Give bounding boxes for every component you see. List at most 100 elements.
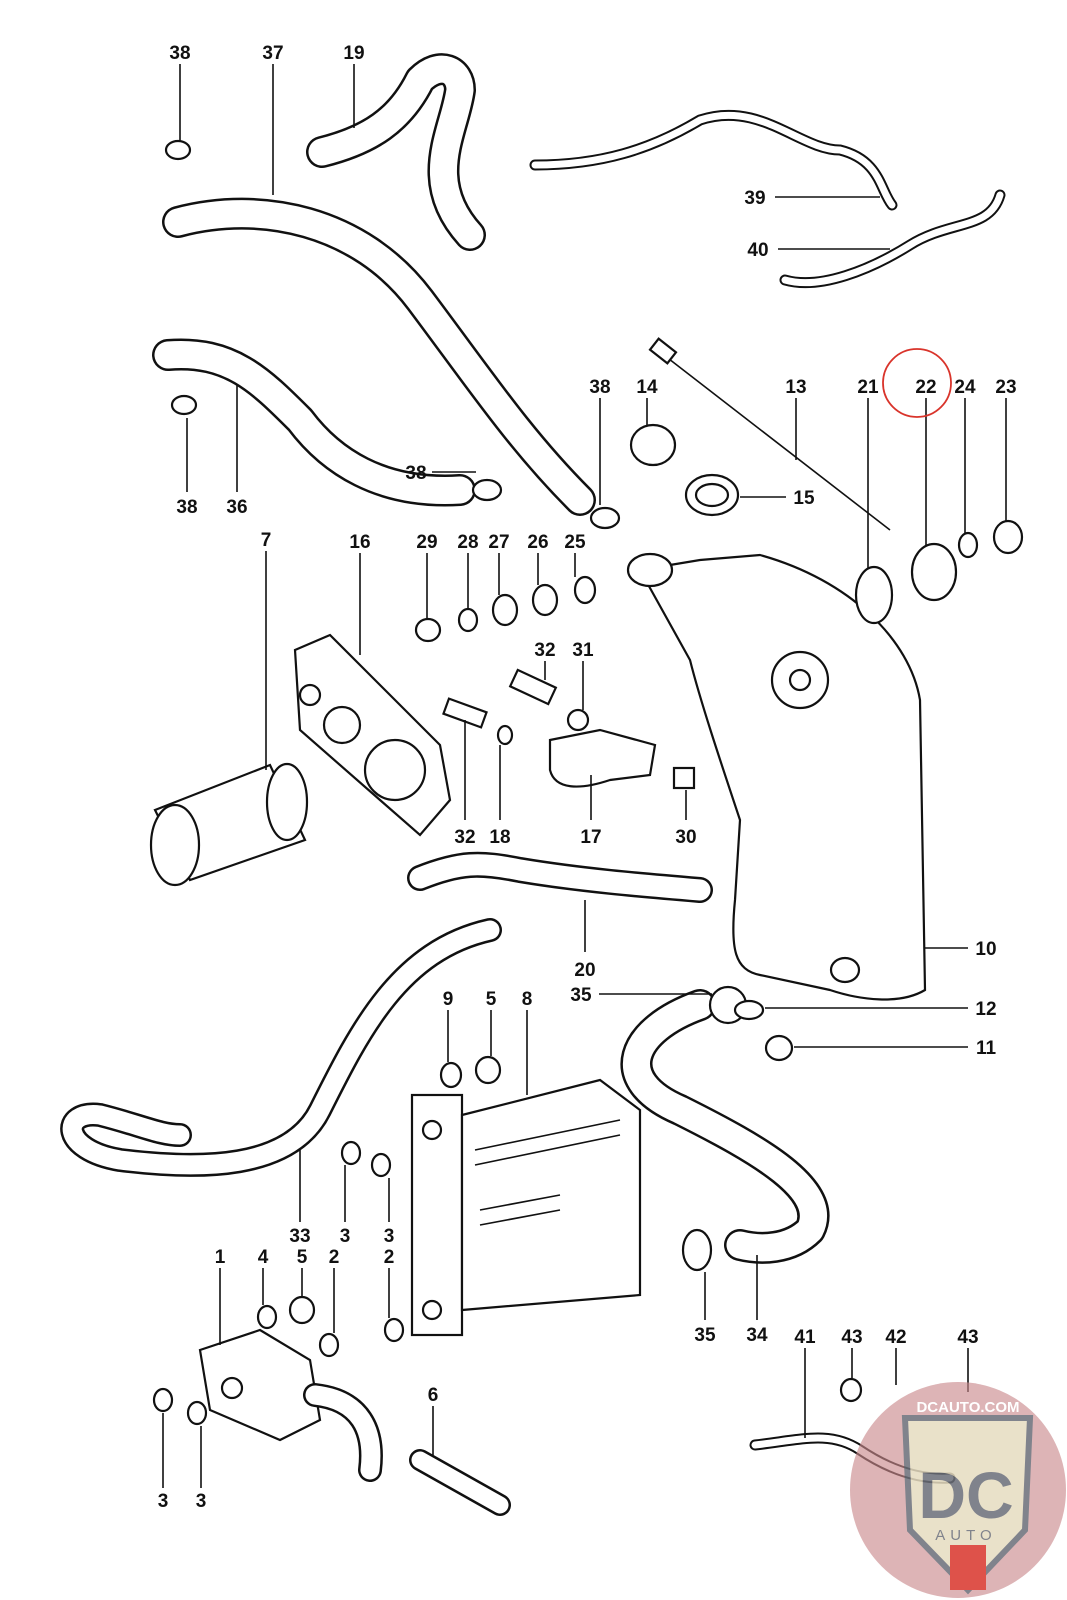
nut-5[interactable] [474,1055,502,1085]
part-label[interactable]: 21 [857,377,879,398]
gasket-16[interactable] [293,633,452,837]
part-label[interactable]: 35 [694,1325,716,1346]
pipe-33[interactable] [60,918,502,1177]
nut-5[interactable] [288,1295,316,1325]
part-label[interactable]: 9 [443,989,454,1010]
washer-12[interactable] [733,999,765,1021]
washer-24[interactable] [957,531,979,559]
part-label[interactable]: 30 [675,827,696,848]
hose-36[interactable] [152,338,476,507]
part-label[interactable]: 3 [158,1491,169,1512]
part-label[interactable]: 33 [289,1226,310,1247]
part-label[interactable]: 28 [457,532,478,553]
ring-3[interactable] [340,1140,362,1166]
part-label[interactable]: 27 [488,532,509,553]
hose-20[interactable] [407,851,713,903]
nut-29[interactable] [414,617,442,643]
part-label[interactable]: 5 [486,989,497,1010]
dipstick-13[interactable] [648,337,891,531]
part-label[interactable]: 17 [580,827,601,848]
part-label[interactable]: 14 [636,377,658,398]
part-label[interactable]: 3 [340,1226,351,1247]
part-label[interactable]: 40 [747,240,768,261]
part-label[interactable]: 42 [885,1327,906,1348]
part-label[interactable]: 20 [574,960,595,981]
part-label[interactable]: 36 [226,497,247,518]
part-label[interactable]: 23 [995,377,1016,398]
line-40[interactable] [779,189,1006,289]
part-label[interactable]: 11 [976,1038,997,1059]
part-label[interactable]: 32 [454,827,475,848]
part-label[interactable]: 38 [176,497,197,518]
part-label[interactable]: 39 [744,188,765,209]
part-label[interactable]: 25 [564,532,586,553]
part-label[interactable]: 2 [329,1247,340,1268]
hose-34[interactable] [620,989,830,1264]
part-label[interactable]: 16 [349,532,370,553]
nut-23[interactable] [992,519,1024,555]
part-label[interactable]: 7 [261,530,272,551]
clamp-38[interactable] [589,506,621,530]
clamp-38[interactable] [170,394,198,416]
oil-cooler-8[interactable] [410,1078,642,1337]
part-label[interactable]: 3 [384,1226,395,1247]
part-label[interactable]: 1 [215,1247,226,1268]
bolt-32[interactable] [508,668,558,706]
bushing-27[interactable] [491,593,519,627]
part-label[interactable]: 38 [589,377,610,398]
plate-22[interactable] [910,542,958,602]
part-label[interactable]: 13 [785,377,806,398]
part-label[interactable]: 18 [489,827,510,848]
ring-3[interactable] [152,1387,174,1413]
washer-28[interactable] [457,607,479,633]
ring-3[interactable] [186,1400,208,1426]
part-label[interactable]: 12 [975,999,996,1020]
part-label[interactable]: 35 [570,985,592,1006]
plate-30[interactable] [672,766,696,790]
grommet-25[interactable] [573,575,597,605]
part-label[interactable]: 26 [527,532,548,553]
plug-11[interactable] [764,1034,794,1062]
part-label[interactable]: 38 [405,463,426,484]
part-label[interactable]: 38 [169,43,190,64]
ring-2[interactable] [383,1317,405,1343]
hose-19[interactable] [306,53,486,251]
line-39[interactable] [529,109,898,211]
bolt-32[interactable] [442,697,488,729]
ring-2[interactable] [318,1332,340,1358]
oil-filter-7[interactable] [149,762,309,887]
oil-pump-1[interactable] [198,1328,383,1482]
clamp-35[interactable] [681,1228,713,1272]
washer-18[interactable] [496,724,514,746]
part-label[interactable]: 3 [196,1491,207,1512]
part-label[interactable]: 10 [975,939,996,960]
part-label[interactable]: 19 [343,43,364,64]
ring-3[interactable] [370,1152,392,1178]
bracket-17[interactable] [548,728,657,788]
part-label[interactable]: 8 [522,989,533,1010]
part-label[interactable]: 4 [258,1247,269,1268]
part-label[interactable]: 6 [428,1385,439,1406]
part-label[interactable]: 43 [957,1327,978,1348]
part-label[interactable]: 15 [793,488,815,509]
washer-9[interactable] [439,1061,463,1089]
tube-6[interactable] [409,1449,511,1516]
bushing-26[interactable] [531,583,559,617]
washer-4[interactable] [256,1304,278,1330]
part-label[interactable]: 24 [954,377,976,398]
part-label[interactable]: 41 [794,1327,816,1348]
part-label[interactable]: 37 [262,43,283,64]
part-label[interactable]: 43 [841,1327,862,1348]
clamp-38[interactable] [471,478,503,502]
part-label[interactable]: 29 [416,532,437,553]
part-label[interactable]: 32 [534,640,555,661]
cap-14[interactable] [629,423,677,467]
gasket-21[interactable] [854,565,894,625]
part-label-highlighted[interactable]: 22 [915,377,936,398]
part-label[interactable]: 34 [746,1325,768,1346]
part-label[interactable]: 5 [297,1247,308,1268]
hose-37[interactable] [162,197,596,516]
washer-31[interactable] [566,708,590,732]
clamp-43[interactable] [839,1377,863,1403]
part-label[interactable]: 31 [572,640,594,661]
